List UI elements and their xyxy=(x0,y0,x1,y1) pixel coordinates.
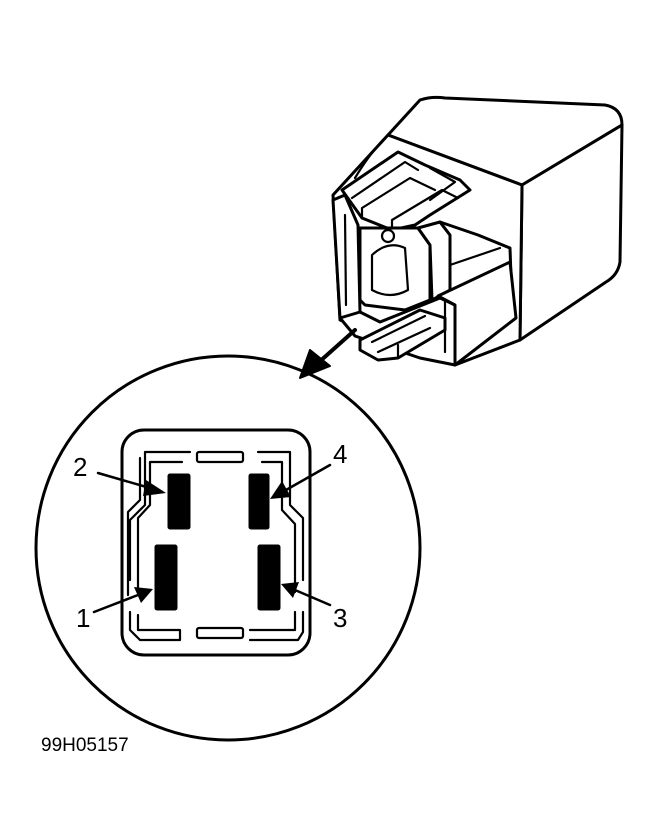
pins xyxy=(154,473,281,611)
connector-face xyxy=(120,428,312,657)
figure-id-label: 99H05157 xyxy=(41,735,129,756)
pin-leaders xyxy=(92,463,332,614)
pin-3 xyxy=(257,544,281,611)
view-arrow xyxy=(299,328,357,379)
pin-label-1: 1 xyxy=(76,603,90,633)
magnified-view-circle xyxy=(34,354,422,742)
pin-2 xyxy=(167,473,191,530)
pin-1 xyxy=(154,544,178,611)
relay-terminals xyxy=(331,150,518,367)
pin-label-3: 3 xyxy=(333,603,347,633)
pin-4 xyxy=(248,473,270,530)
pin-label-2: 2 xyxy=(73,452,87,482)
pin-labels: 2 4 1 3 xyxy=(73,439,347,633)
pin-label-4: 4 xyxy=(333,439,347,469)
